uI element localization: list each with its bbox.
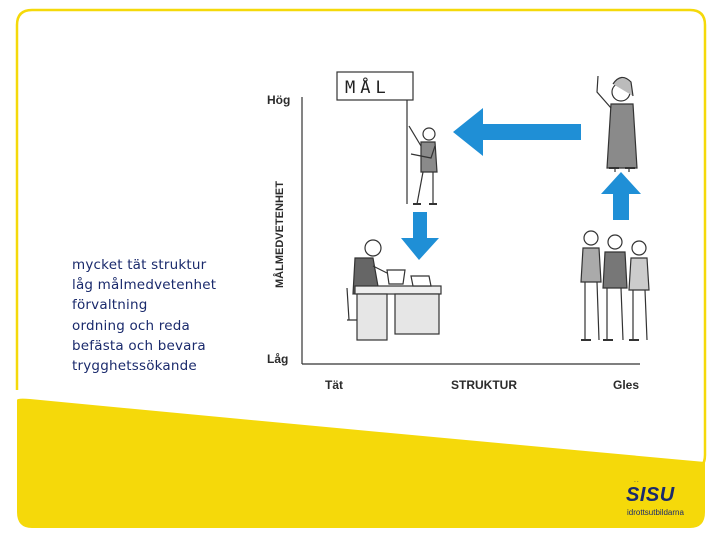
logo-name: SISU xyxy=(626,484,675,506)
y-low-label: Låg xyxy=(267,352,288,366)
structure-goal-diagram: Hög Låg MÅLMEDVETENHET Tät STRUKTUR Gles… xyxy=(267,71,650,392)
bullet-item: befästa och bevara xyxy=(72,337,206,354)
x-axis-label: STRUKTUR xyxy=(451,378,517,392)
goal-sign xyxy=(336,71,414,101)
bullet-item: mycket tät struktur xyxy=(72,257,207,273)
sisu-logo: ·· SISU idrottsutbildarna xyxy=(626,479,696,518)
down-arrow-icon xyxy=(401,212,439,260)
logo-tagline: idrottsutbildarna xyxy=(627,508,684,517)
bullet-list: mycket tät struktur låg målmedvetenhet f… xyxy=(72,255,216,376)
pointing-person-figure xyxy=(596,75,638,172)
frame-bottom-band xyxy=(17,398,705,528)
bullet-item: ordning och reda xyxy=(72,317,190,334)
group-of-people-figure xyxy=(580,230,650,341)
y-high-label: Hög xyxy=(267,93,290,107)
y-axis-label: MÅLMEDVETENHET xyxy=(273,181,286,288)
logo-dots: ·· xyxy=(634,479,640,486)
x-left-label: Tät xyxy=(325,378,343,392)
left-arrow-icon xyxy=(453,108,581,156)
bullet-item: förvaltning xyxy=(72,297,148,314)
goal-sign-text: MÅL xyxy=(345,76,391,98)
office-worker-at-desk-figure xyxy=(346,239,442,341)
bullet-item: låg målmedvetenhet xyxy=(72,277,217,294)
flag-bearer-figure: MÅL xyxy=(336,71,438,205)
x-right-label: Gles xyxy=(613,378,639,392)
desk xyxy=(354,285,442,295)
up-arrow-icon xyxy=(601,172,641,220)
bullet-item: trygghetssökande xyxy=(72,358,197,375)
